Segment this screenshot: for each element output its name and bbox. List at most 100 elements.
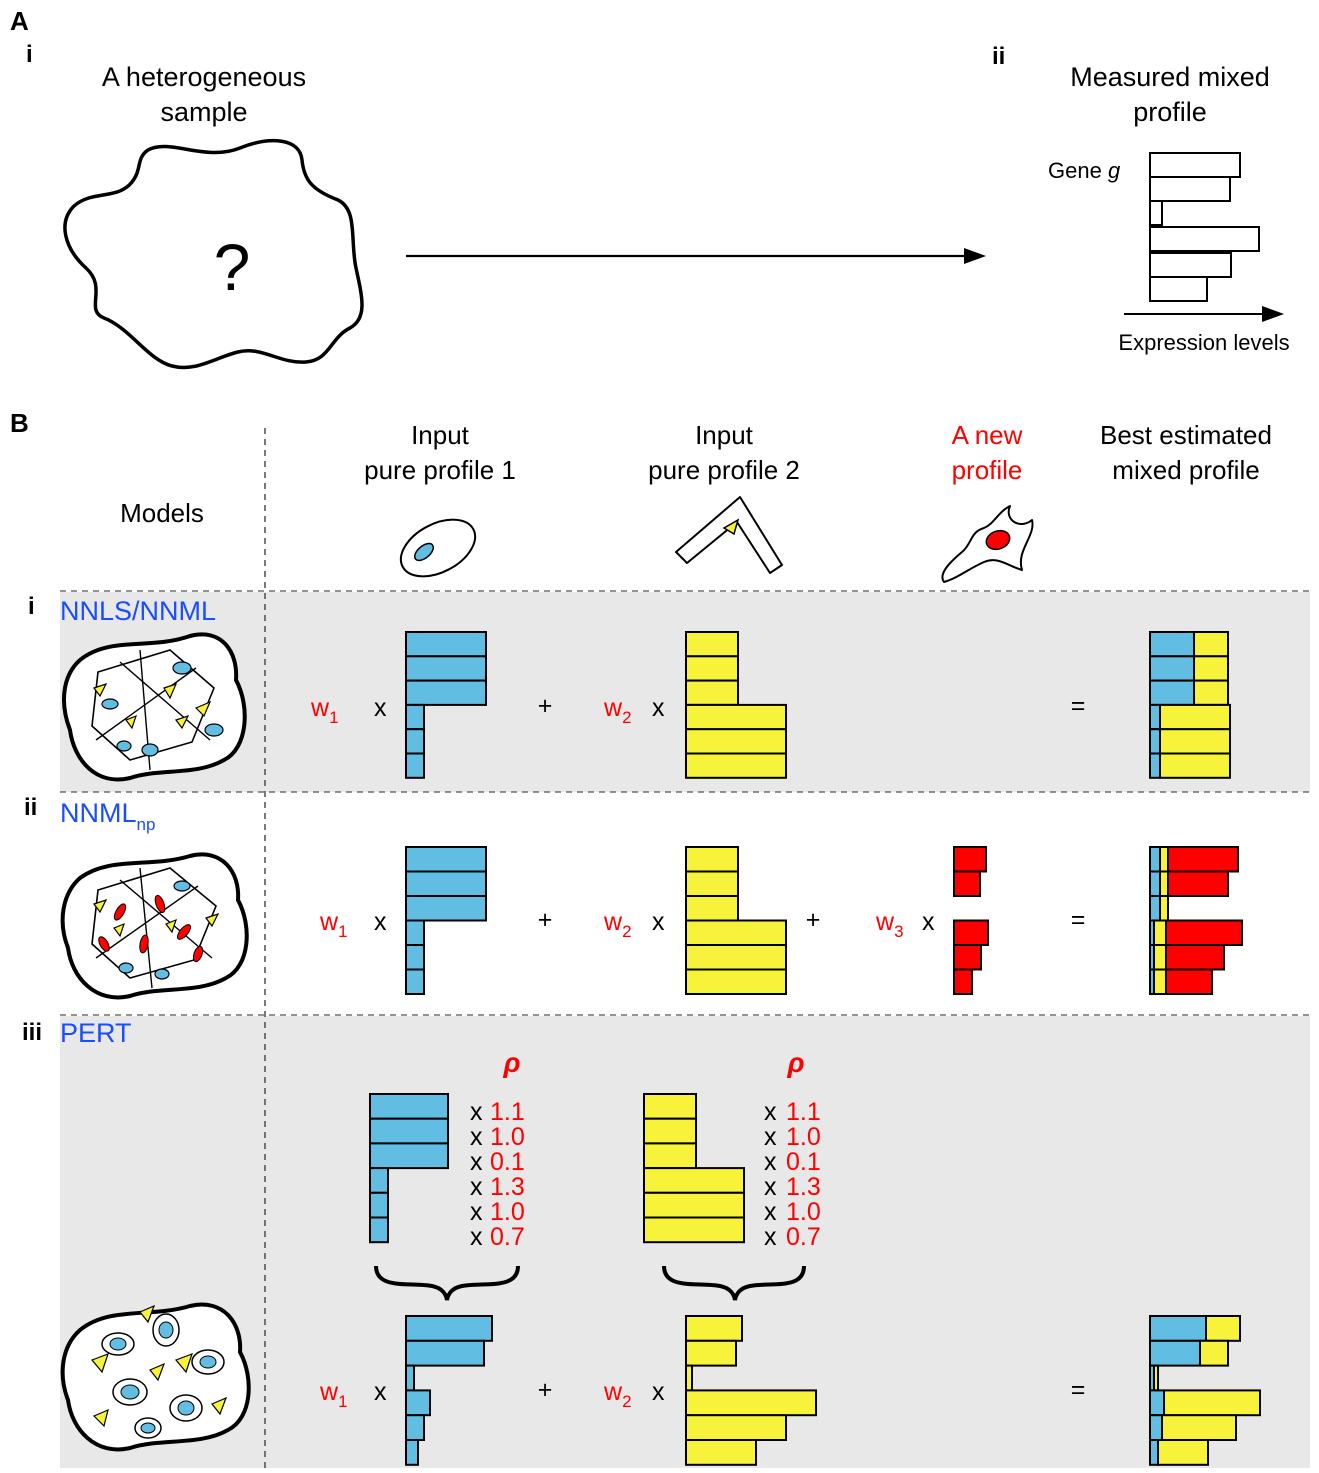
perturbed-yellow-bar	[685, 1315, 743, 1342]
mixed-yellow-bar	[1193, 655, 1229, 682]
row-iii-equals: =	[1071, 1376, 1086, 1404]
perturbed-yellow-bar	[685, 1364, 693, 1392]
rho-label-2: ρ	[787, 1047, 805, 1078]
blue-bar	[405, 655, 487, 682]
row-i-times-1: x	[374, 694, 387, 722]
mixed-blue-bar	[1149, 1414, 1163, 1441]
perturbed-yellow-bar	[685, 1414, 787, 1441]
panel-b-letter: B	[10, 408, 29, 438]
mixed-blue-bar	[1149, 1339, 1201, 1367]
measured-title-line1: Measured mixed	[1070, 62, 1270, 92]
models-header: Models	[120, 498, 204, 528]
perturbed-blue-bar	[405, 1339, 485, 1367]
row-ii-w1: w1	[319, 908, 348, 941]
mixed-blue-bar	[1149, 728, 1161, 755]
factor-value: 1.1	[490, 1098, 525, 1126]
row-iii-times-2: x	[652, 1378, 665, 1406]
mixed-yellow-bar	[1193, 679, 1229, 706]
mixed-yellow-bar	[1153, 919, 1167, 946]
mixed-yellow-bar	[1157, 1439, 1209, 1466]
mixed-blue-bar	[1149, 895, 1161, 922]
measured-bar	[1149, 176, 1231, 202]
mixed-yellow-bar	[1159, 846, 1169, 873]
factor-times: x	[470, 1148, 483, 1176]
mixed-yellow-bar	[1159, 703, 1231, 731]
mixed-red-bar	[1167, 846, 1239, 873]
mixed-blue-bar	[1149, 752, 1161, 779]
red-bar	[953, 870, 981, 897]
factor-value: 0.7	[786, 1223, 821, 1251]
blue-bar	[405, 752, 425, 779]
factor-times: x	[764, 1223, 777, 1251]
red-bar	[953, 846, 987, 873]
measured-profile-bars	[1149, 152, 1260, 302]
factor-times: x	[764, 1123, 777, 1151]
yellow-bar	[685, 728, 787, 755]
panel-a-letter: A	[10, 6, 29, 36]
blue-bar	[369, 1142, 449, 1170]
row-iii-numeral: iii	[22, 1019, 42, 1046]
panel-a-sub-ii: ii	[992, 43, 1005, 70]
arrow-head	[964, 248, 986, 264]
row-ii-w3: w3	[875, 908, 904, 941]
mixed-yellow-bar	[1199, 1339, 1229, 1367]
measured-bar	[1149, 226, 1260, 252]
mixed-yellow-bar	[1159, 870, 1169, 897]
row-ii-plus-1: +	[538, 906, 553, 934]
row-iii-w2: w2	[603, 1378, 632, 1411]
perturbed-yellow-bar	[685, 1389, 817, 1417]
row-i-equals: =	[1071, 692, 1086, 720]
mixed-yellow-bar	[1193, 631, 1229, 658]
factor-times: x	[764, 1098, 777, 1126]
col1-header-line1: Input	[411, 420, 470, 450]
row-iii-model: PERT	[60, 1018, 132, 1048]
mixed-blue-bar	[1149, 655, 1195, 682]
perturbed-blue-bar	[405, 1389, 431, 1417]
row-iii-plus: +	[538, 1376, 553, 1404]
perturbed-blue-bar	[405, 1364, 415, 1392]
factor-times: x	[470, 1098, 483, 1126]
mixed-red-bar	[1165, 919, 1243, 946]
blue-bar	[369, 1191, 389, 1219]
cell-type-1-icon	[399, 518, 477, 578]
col2-header-line1: Input	[695, 420, 754, 450]
mixed-red-bar	[1165, 968, 1213, 995]
red-bar	[953, 944, 982, 971]
tissue-ii-icon	[60, 852, 249, 1000]
perturbed-blue-bar	[405, 1414, 425, 1441]
mixed-blue-bar	[1149, 846, 1161, 873]
red-bar	[953, 919, 989, 946]
yellow-bar	[685, 631, 739, 658]
yellow-bar	[685, 944, 787, 971]
row-ii-times-1: x	[374, 908, 387, 936]
blue-bar	[369, 1093, 449, 1120]
expression-axis-label: Expression levels	[1118, 330, 1289, 355]
blue-bar	[369, 1216, 389, 1244]
perturbed-blue-bar	[405, 1315, 493, 1342]
mixed-yellow-bar	[1163, 1389, 1261, 1417]
perturbed-yellow-bar	[685, 1439, 757, 1466]
factor-value: 1.3	[786, 1173, 821, 1201]
yellow-bar	[685, 655, 739, 682]
factor-value: 1.3	[490, 1173, 525, 1201]
factor-times: x	[470, 1123, 483, 1151]
mixed-blue-bar	[1149, 870, 1161, 897]
rho-label-1: ρ	[503, 1047, 521, 1078]
row-ii-equals: =	[1071, 906, 1086, 934]
mixed-red-bar	[1165, 944, 1225, 971]
factor-value: 1.1	[786, 1098, 821, 1126]
factor-value: 0.1	[786, 1148, 821, 1176]
yellow-bar	[685, 679, 739, 706]
blue-bar	[405, 728, 425, 755]
row-i-plus: +	[538, 692, 553, 720]
blue-bar	[405, 919, 425, 946]
brace-1	[374, 1265, 520, 1301]
mixed-blue-bar	[1149, 1439, 1159, 1466]
question-mark: ?	[214, 230, 251, 304]
factor-times: x	[764, 1198, 777, 1226]
blue-bar	[369, 1167, 389, 1194]
blue-bar	[405, 631, 487, 658]
blue-bar	[405, 870, 487, 897]
yellow-bar	[685, 846, 739, 873]
